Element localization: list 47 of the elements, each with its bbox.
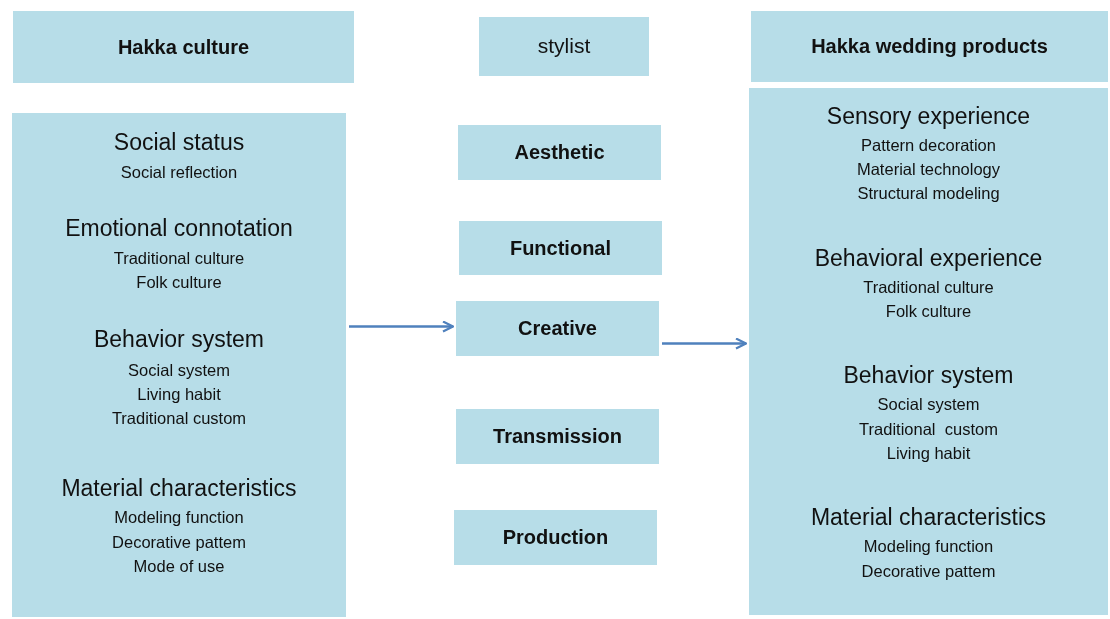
stage-box — [456, 301, 659, 356]
stage-box — [454, 510, 657, 565]
box-label: stylist — [537, 33, 591, 60]
item-text: Traditional custom — [859, 418, 998, 440]
item-text: Living habit — [137, 383, 221, 405]
item-text: Modeling function — [114, 506, 244, 528]
item-text: Traditional custom — [111, 407, 247, 429]
box-label: Production — [502, 525, 609, 550]
section-heading: Sensory experience — [826, 101, 1031, 131]
box-label: Transmission — [493, 424, 622, 449]
item-text: Social system — [128, 359, 230, 381]
box-label: Creative — [518, 316, 597, 341]
box-label: Hakka wedding products — [811, 34, 1048, 59]
stage-box — [459, 221, 662, 275]
header-box — [751, 11, 1108, 82]
box-label: Functional — [509, 235, 612, 261]
item-text: Traditional culture — [113, 247, 245, 269]
role-box — [479, 17, 649, 76]
item-text: Traditional culture — [863, 276, 994, 298]
item-text: Decorative pattem — [861, 560, 996, 582]
content-panel — [749, 88, 1108, 615]
item-text: Folk culture — [885, 300, 972, 322]
item-text: Social system — [877, 393, 980, 415]
stage-box — [456, 409, 659, 464]
item-text: Modeling function — [863, 535, 994, 557]
stage-box — [458, 125, 661, 180]
box-label: Aesthetic — [514, 140, 605, 165]
section-heading: Social status — [113, 127, 245, 157]
section-heading: Emotional connotation — [65, 213, 293, 243]
arrow — [349, 320, 455, 333]
section-heading: Behavior system — [94, 324, 264, 354]
arrow — [662, 337, 748, 350]
section-heading: Behavior system — [843, 360, 1014, 390]
box-label: Hakka culture — [117, 34, 250, 60]
item-text: Material technology — [856, 158, 1001, 180]
item-text: Mode of use — [133, 555, 225, 577]
content-panel — [12, 113, 346, 617]
section-heading: Behavioral experience — [814, 243, 1043, 273]
section-heading: Material characteristics — [810, 502, 1047, 532]
item-text: Decorative pattem — [112, 531, 246, 553]
item-text: Pattern decoration — [861, 134, 996, 156]
item-text: Living habit — [886, 442, 971, 464]
item-text: Social reflection — [120, 161, 238, 183]
header-box — [13, 11, 354, 83]
item-text: Structural modeling — [857, 182, 1000, 204]
section-heading: Material characteristics — [61, 473, 297, 503]
item-text: Folk culture — [136, 271, 222, 293]
